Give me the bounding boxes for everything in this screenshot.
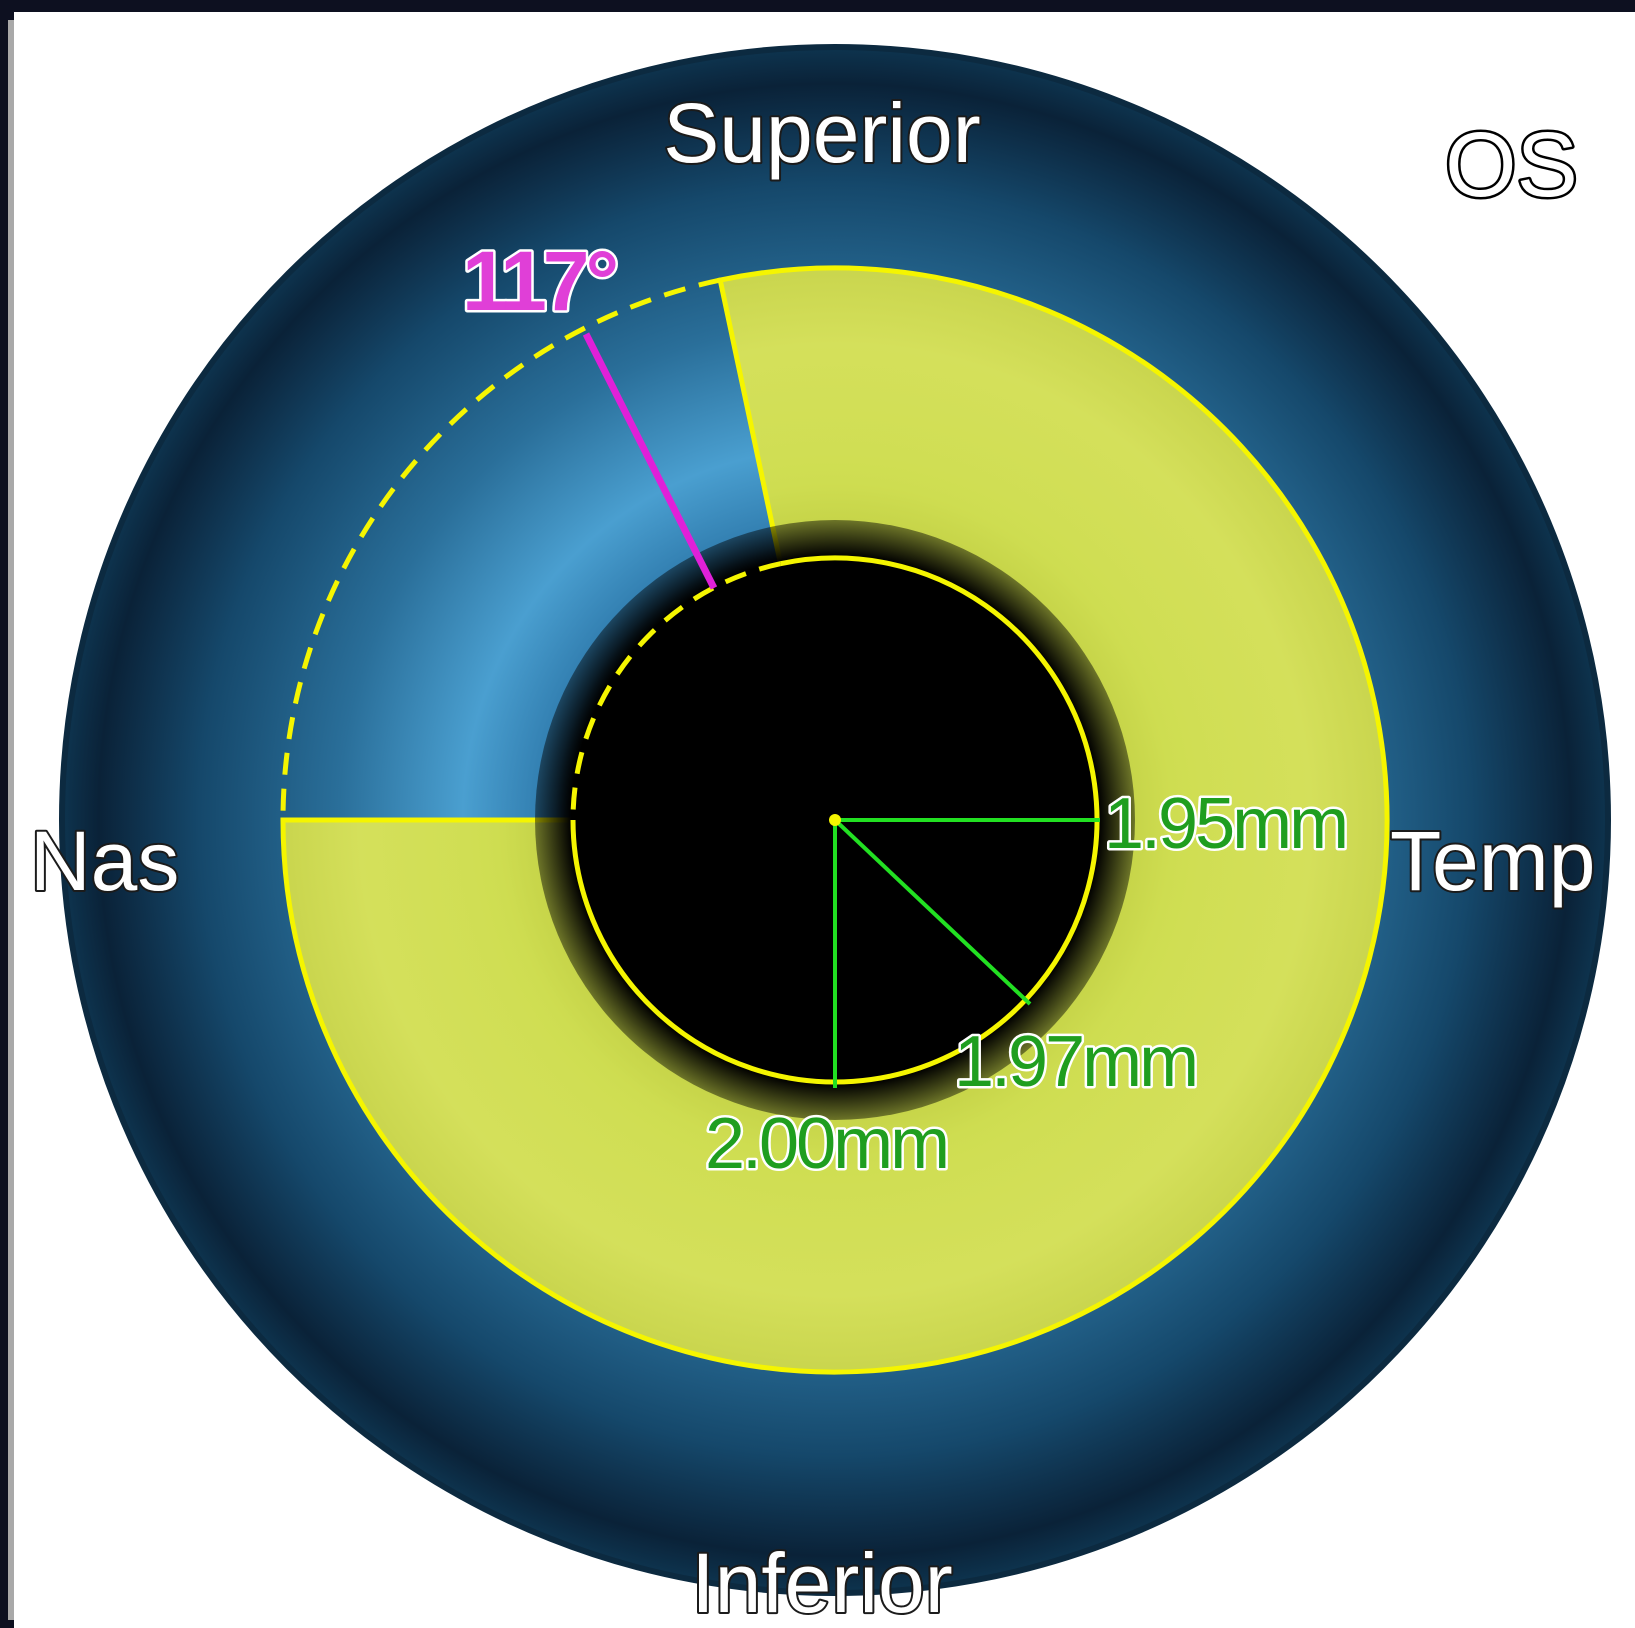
center-dot <box>829 814 841 826</box>
pupil-outline <box>570 555 1100 1085</box>
eye-side-label: OS <box>1445 114 1578 216</box>
outer-dashed-arc <box>280 277 721 821</box>
measure-line-diagonal <box>833 818 1032 1006</box>
angle-indicator-line <box>582 332 718 590</box>
measure-label-vertical: 2.00mm <box>705 1104 947 1184</box>
measure-label-horizontal: 1.95mm <box>1104 784 1346 864</box>
label-superior: Superior <box>663 86 981 180</box>
left-border-highlight <box>8 20 14 1620</box>
inner-dashed-arc <box>570 561 782 821</box>
label-inferior: Inferior <box>691 1536 952 1628</box>
top-border <box>0 0 1635 12</box>
angle-label: 117° <box>462 234 616 328</box>
iris-rim <box>59 44 1611 1596</box>
label-nasal: Nas <box>30 814 179 908</box>
measure-label-diagonal: 1.97mm <box>954 1022 1196 1102</box>
label-temporal: Temp <box>1390 814 1595 908</box>
